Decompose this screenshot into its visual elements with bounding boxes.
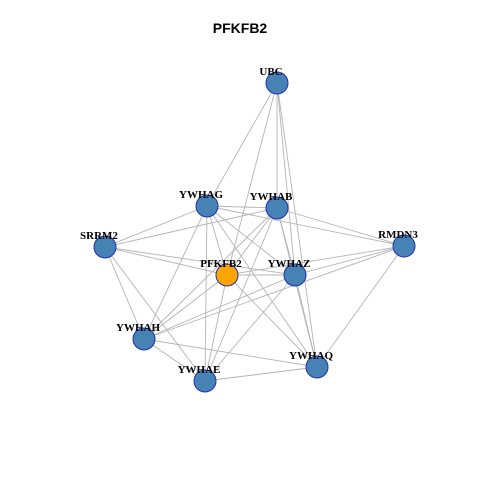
- edge-ywhah-ywhaq: [143, 338, 318, 368]
- edge-ywhab-ywhae: [204, 207, 278, 382]
- edge-ywhah-ywhae: [143, 338, 206, 382]
- node-ywhab: YWHAB: [250, 191, 293, 220]
- node-circle-ywhah: [132, 327, 156, 351]
- edge-ywhag-ywhab: [206, 205, 278, 209]
- edge-srrm2-ywhae: [104, 246, 206, 382]
- edge-ubc-ywhag: [206, 82, 278, 207]
- node-label-ywhae: YWHAE: [178, 364, 221, 376]
- edge-ywhab-rmdn3: [276, 207, 405, 247]
- node-label-ywhaz: YWHAZ: [268, 258, 311, 270]
- edge-ywhae-ywhaq: [204, 366, 318, 382]
- edge-ywhab-pfkfb2: [226, 207, 278, 276]
- node-label-ywhab: YWHAB: [250, 191, 293, 203]
- edge-srrm2-ywhah: [104, 246, 145, 340]
- edge-rmdn3-pfkfb2: [226, 245, 405, 276]
- edge-rmdn3-ywhaq: [316, 245, 405, 368]
- edge-rmdn3-ywhaz: [294, 245, 405, 276]
- node-label-ywhaq: YWHAQ: [289, 350, 333, 362]
- node-ywhaq: YWHAQ: [289, 350, 333, 379]
- node-ywhag: YWHAG: [179, 189, 223, 218]
- node-circle-srrm2: [93, 235, 117, 259]
- node-label-pfkfb2: PFKFB2: [200, 258, 242, 270]
- edge-ywhab-ywhah: [143, 207, 278, 340]
- node-circle-ywhaz: [283, 263, 307, 287]
- edge-srrm2-ywhaz: [104, 246, 296, 276]
- edge-rmdn3-ywhah: [143, 245, 405, 340]
- edge-ywhag-ywhah: [143, 205, 208, 340]
- node-circle-rmdn3: [392, 234, 416, 258]
- edge-pfkfb2-ywhae: [204, 274, 228, 382]
- edge-ywhag-pfkfb2: [206, 205, 228, 276]
- node-circle-ywhaq: [305, 355, 329, 379]
- node-circle-ywhab: [265, 196, 289, 220]
- node-srrm2: SRRM2: [80, 230, 118, 259]
- edge-layer: [104, 82, 405, 382]
- edge-srrm2-pfkfb2: [104, 246, 228, 276]
- node-circle-ywhag: [195, 194, 219, 218]
- node-ywhah: YWHAH: [116, 322, 160, 351]
- node-pfkfb2: PFKFB2: [200, 258, 242, 287]
- node-label-rmdn3: RMDN3: [378, 229, 418, 241]
- figure-title: PFKFB2: [212, 20, 268, 36]
- edge-ywhag-srrm2: [104, 205, 208, 248]
- edge-ywhab-srrm2: [104, 207, 278, 248]
- node-label-srrm2: SRRM2: [80, 230, 118, 242]
- node-label-ubc: UBC: [259, 66, 282, 78]
- edge-ywhag-ywhaq: [206, 205, 318, 368]
- edge-ubc-ywhaz: [276, 82, 296, 276]
- edge-ywhag-rmdn3: [206, 205, 405, 247]
- edge-ubc-pfkfb2: [226, 82, 278, 276]
- node-rmdn3: RMDN3: [378, 229, 418, 258]
- edge-ywhaz-ywhah: [143, 274, 296, 340]
- edge-ubc-ywhaq: [276, 82, 318, 368]
- edge-ywhag-ywhae: [204, 205, 208, 382]
- edge-ywhaz-ywhaq: [294, 274, 318, 368]
- node-circle-ywhae: [193, 369, 217, 393]
- node-label-ywhag: YWHAG: [179, 189, 223, 201]
- node-ubc: UBC: [259, 66, 289, 95]
- edge-pfkfb2-ywhah: [143, 274, 228, 340]
- node-circle-ubc: [265, 71, 289, 95]
- edge-ywhaz-ywhae: [204, 274, 296, 382]
- node-circle-pfkfb2: [215, 263, 239, 287]
- node-ywhae: YWHAE: [178, 364, 221, 393]
- node-label-ywhah: YWHAH: [116, 322, 160, 334]
- edge-ywhag-ywhaz: [206, 205, 296, 276]
- edge-pfkfb2-ywhaq: [226, 274, 318, 368]
- node-ywhaz: YWHAZ: [268, 258, 311, 287]
